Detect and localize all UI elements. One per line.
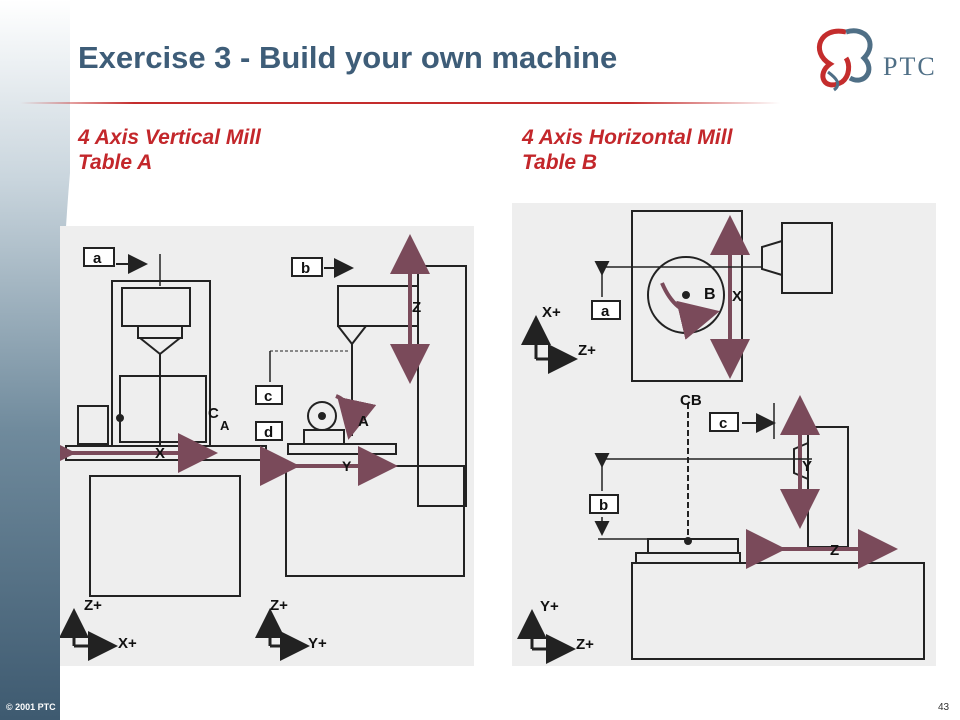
cb-marker-label: CB: [680, 392, 702, 409]
front-view: [65, 280, 267, 597]
triad-1-right-label: X+: [118, 635, 137, 652]
triad-right-2: [517, 609, 576, 664]
triad-left-1: [60, 608, 118, 661]
triad-4-right-label: Z+: [576, 636, 594, 653]
dim-b-box: [291, 257, 323, 277]
horizontal-mill-diagram: X B a CB c Y: [512, 203, 936, 666]
sidebar-gradient: [0, 0, 70, 720]
a-axis-label-front: A: [220, 418, 230, 433]
triad-right-1: [521, 315, 578, 374]
triad-3-right-label: Z+: [578, 342, 596, 359]
dim-c-box: [709, 412, 739, 432]
dim-d-label: d: [264, 424, 273, 441]
dim-b-box: [589, 494, 619, 514]
dim-b-label: b: [301, 260, 310, 277]
left-heading: 4 Axis Vertical Mill Table A: [78, 125, 261, 175]
y-axis-label: Y: [802, 458, 812, 475]
left-heading-line2: Table A: [78, 151, 153, 174]
butterfly-logo-icon: [816, 28, 873, 92]
right-heading-line2: Table B: [522, 151, 598, 174]
left-heading-line1: 4 Axis Vertical Mill: [78, 126, 261, 149]
triad-2-right-label: Y+: [308, 635, 327, 652]
vertical-mill-diagram: X a C A Z Y: [60, 226, 474, 666]
bottom-view: [631, 403, 925, 660]
logo-text: PTC: [883, 52, 937, 81]
title-rule: [20, 102, 780, 104]
right-heading-line1: 4 Axis Horizontal Mill: [522, 126, 733, 149]
dim-c-label: c: [719, 415, 727, 432]
x-axis-label: X: [155, 445, 165, 462]
triad-left-2: [255, 608, 310, 661]
dim-c-box: [255, 385, 283, 405]
dim-a-label: a: [93, 250, 102, 267]
dim-a-box: [591, 300, 621, 320]
x-axis-label: X: [732, 288, 742, 305]
right-heading: 4 Axis Horizontal Mill Table B: [522, 125, 732, 175]
b-axis-label: B: [704, 286, 716, 303]
dim-d-box: [255, 421, 283, 441]
page-number: 43: [938, 702, 950, 713]
z-axis-label: Z: [412, 299, 421, 316]
triad-2-up-label: Z+: [270, 597, 288, 614]
dim-c-label: c: [264, 388, 272, 405]
triad-4-up-label: Y+: [540, 598, 559, 615]
side-view: [285, 265, 467, 577]
triad-1-up-label: Z+: [84, 597, 102, 614]
a-axis-label: A: [358, 413, 369, 430]
top-view: [631, 210, 833, 382]
z-axis-label: Z: [830, 542, 839, 559]
b-axis-rotation-arrow: [660, 282, 720, 340]
dim-b-label: b: [599, 497, 608, 514]
y-axis-label: Y: [342, 458, 352, 474]
ptc-logo: PTC: [806, 24, 956, 96]
dim-a-box: [83, 247, 115, 267]
triad-3-up-label: X+: [542, 304, 561, 321]
copyright: © 2001 PTC: [6, 702, 56, 712]
c-marker-label: C: [208, 405, 219, 422]
slide-title: Exercise 3 - Build your own machine: [78, 40, 618, 75]
dim-a-label: a: [601, 303, 610, 320]
a-axis-rotation-arrow: [335, 394, 377, 440]
